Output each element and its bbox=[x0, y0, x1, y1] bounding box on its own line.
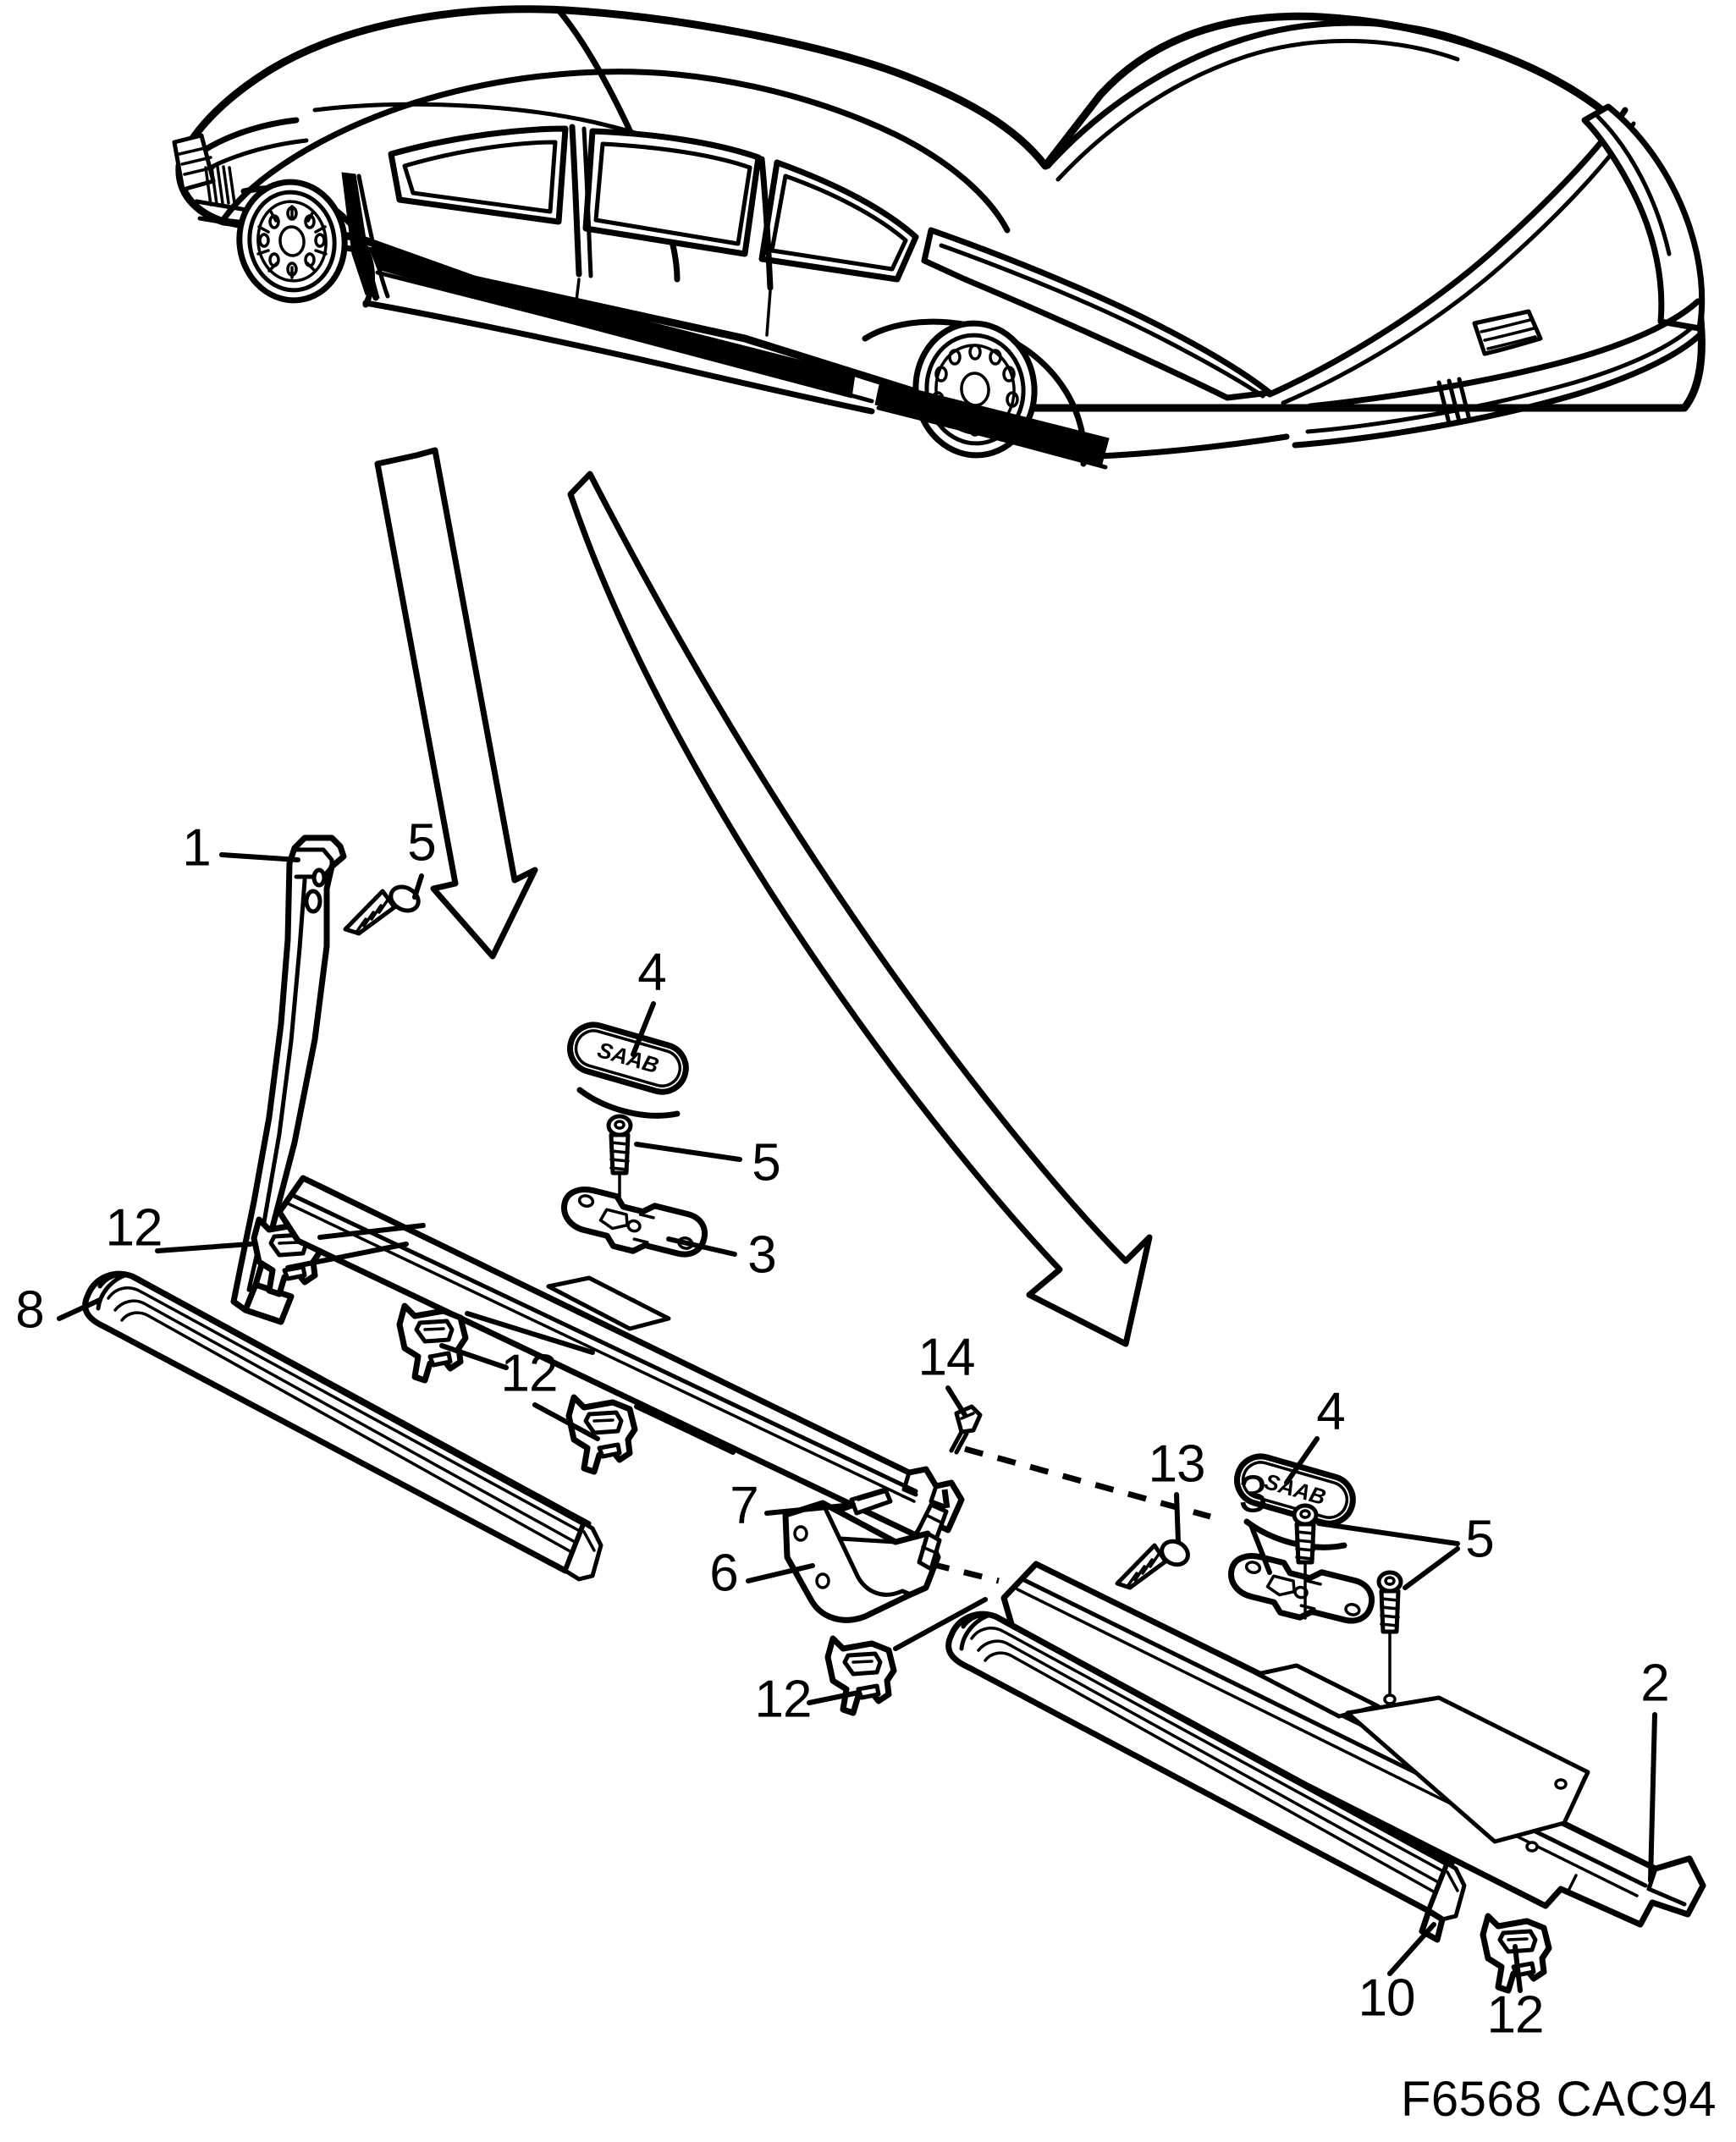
callout-8: 8 bbox=[15, 1280, 43, 1339]
locator-arrows bbox=[374, 447, 1153, 1347]
callout-4b: 4 bbox=[1316, 1382, 1344, 1440]
part-saab-emblem: SAAB bbox=[1234, 1453, 1356, 1550]
part-retaining-clip bbox=[565, 1394, 638, 1475]
callout-12b: 12 bbox=[501, 1344, 558, 1402]
callout-5a: 5 bbox=[407, 813, 435, 872]
part-emblem-bracket bbox=[1228, 1553, 1375, 1624]
callout-numbers: 1 5 4 5 3 12 8 12 14 13 3 4 5 7 6 12 2 1… bbox=[15, 813, 1669, 2044]
part-screw bbox=[343, 884, 421, 936]
callout-1: 1 bbox=[182, 818, 210, 877]
part-rocker-trim-panel-right bbox=[1000, 1561, 1706, 1928]
part-screw-with-washer bbox=[1115, 1539, 1190, 1590]
part-saab-emblem: SAAB bbox=[567, 1021, 689, 1119]
part-retaining-clip bbox=[824, 1635, 897, 1716]
callout-12d: 12 bbox=[1487, 1985, 1544, 2044]
callout-2: 2 bbox=[1640, 1654, 1668, 1712]
rocker-panel-moulding-highlight bbox=[368, 246, 1110, 465]
callout-10: 10 bbox=[1358, 1969, 1415, 2027]
part-sill-moulding-right bbox=[945, 1611, 1467, 1943]
alignment-guide-dashed bbox=[930, 1445, 1211, 1584]
wheel-spokes bbox=[256, 205, 328, 279]
vehicle-line-art bbox=[172, 5, 1706, 470]
part-screw bbox=[606, 1114, 633, 1236]
figure-caption: F6568 CAC94 bbox=[1401, 2072, 1717, 2127]
callout-4a: 4 bbox=[637, 943, 665, 1001]
callout-13: 13 bbox=[1149, 1434, 1205, 1493]
callout-12a: 12 bbox=[106, 1198, 163, 1257]
callout-14: 14 bbox=[918, 1328, 975, 1386]
part-retaining-clip bbox=[396, 1302, 469, 1384]
part-end-bracket-clamp bbox=[782, 1500, 942, 1623]
part-screw bbox=[1376, 1570, 1403, 1699]
part-emblem-bracket bbox=[561, 1187, 708, 1258]
part-screw bbox=[1292, 1503, 1319, 1620]
callout-3a: 3 bbox=[747, 1225, 775, 1284]
callout-6: 6 bbox=[709, 1544, 737, 1602]
callout-leader-lines bbox=[57, 852, 1657, 1993]
callout-5b: 5 bbox=[752, 1133, 780, 1192]
callout-12c: 12 bbox=[755, 1670, 812, 1728]
callout-3b: 3 bbox=[1238, 1465, 1266, 1523]
callout-7: 7 bbox=[730, 1476, 758, 1534]
callout-5c: 5 bbox=[1465, 1510, 1493, 1568]
